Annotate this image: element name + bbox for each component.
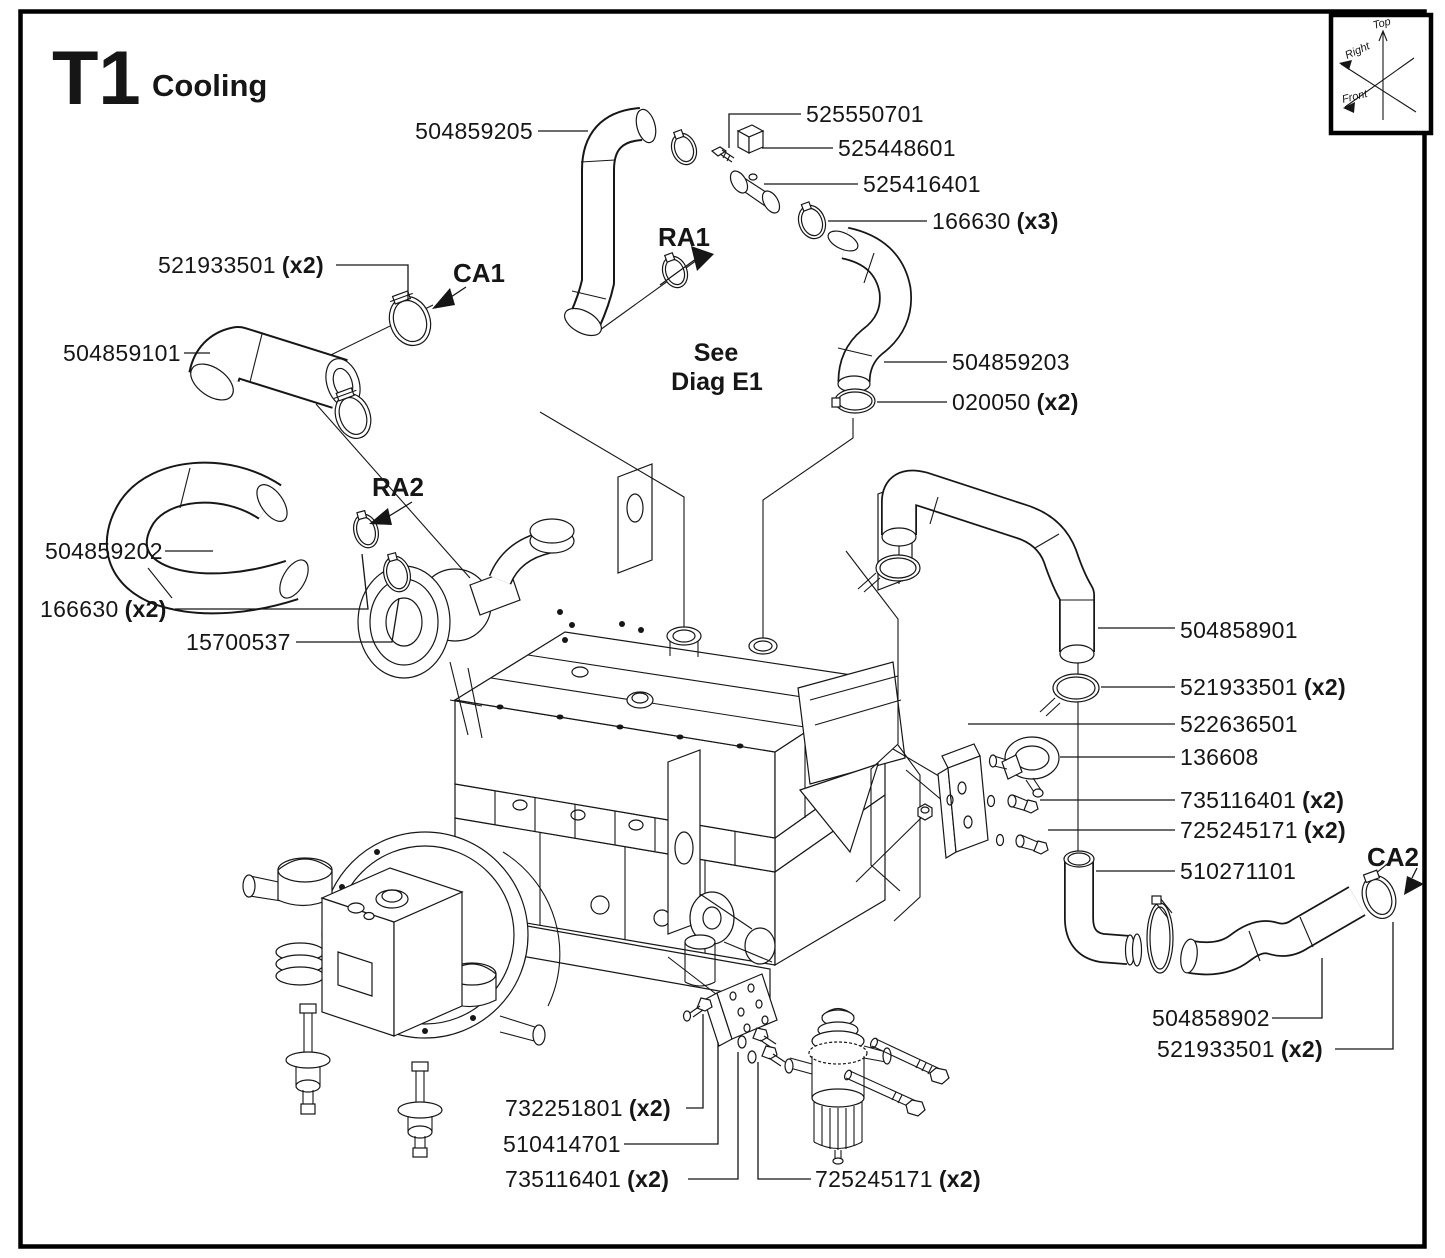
- diagram-title: Cooling: [152, 68, 267, 103]
- part-label-510271101: 510271101: [1180, 858, 1296, 884]
- part-label-15700537: 15700537: [186, 629, 291, 655]
- part-label-521933501-top: 521933501(x2): [158, 252, 324, 278]
- engine-assembly: [242, 463, 913, 1158]
- callout-ra1: RA1: [658, 222, 710, 252]
- part-label-166630-x3: 166630(x3): [932, 208, 1059, 234]
- coolant-port-a: [666, 626, 702, 657]
- tank-box: [320, 867, 464, 1037]
- clamp-15700537: [383, 551, 411, 593]
- callout-ca1: CA1: [453, 258, 505, 288]
- part-label-525416401: 525416401: [863, 171, 981, 197]
- hose-504859205: [564, 107, 657, 337]
- part-label-521933501-bottom: 521933501(x2): [1157, 1036, 1323, 1062]
- part-label-504859205: 504859205: [415, 118, 533, 144]
- callout-ra2: RA2: [372, 472, 424, 502]
- heat-shield-panel: [797, 661, 906, 785]
- part-label-725245171-bottom: 725245171(x2): [815, 1166, 981, 1192]
- part-label-522636501: 522636501: [1180, 711, 1298, 737]
- engine-mount-bolt-2: [397, 1061, 443, 1158]
- clamp-166630-b: [797, 201, 827, 240]
- hose-504859203: [827, 226, 912, 393]
- oil-filter: [684, 934, 716, 987]
- part-label-725245171-right: 725245171(x2): [1180, 817, 1346, 843]
- clamp-521933501-a: [388, 290, 432, 347]
- orientation-cube: Top Right Front: [1328, 12, 1434, 136]
- see-note-line2: Diag E1: [671, 368, 763, 396]
- diagram-code: T1: [52, 36, 141, 121]
- part-label-504858902: 504858902: [1152, 1005, 1270, 1031]
- ca2-arrow-icon: [1404, 876, 1424, 895]
- clamp-166630-c: [353, 509, 379, 549]
- lifting-bracket-rear: [617, 463, 653, 574]
- clamp-521933501-d: [1146, 895, 1174, 974]
- clamp-166630-a: [670, 129, 698, 166]
- see-note-line1: See: [694, 339, 739, 367]
- hose-504858901: [881, 469, 1095, 664]
- mounting-plate-510414701: [703, 973, 778, 1047]
- leader-lines: [165, 113, 1394, 1180]
- clamp-521933501-c: [1039, 673, 1100, 717]
- oil-filler-cap: [626, 691, 654, 709]
- engine-mount-bolt-1: [285, 1003, 331, 1115]
- clamp-ra1: [661, 252, 689, 289]
- part-label-020050: 020050(x2): [952, 389, 1079, 415]
- fitting-525448601: [736, 124, 765, 155]
- part-label-521933501-right: 521933501(x2): [1180, 674, 1346, 700]
- top-axis-arrow-icon: [1378, 29, 1388, 42]
- axis-label-top: Top: [1372, 16, 1392, 32]
- clamp-136608: [988, 736, 1060, 798]
- part-label-136608: 136608: [1180, 744, 1259, 770]
- fitting-525550701: [710, 146, 735, 163]
- clamp-020050-b: [857, 554, 921, 593]
- part-label-735116401-bottom: 735116401(x2): [505, 1166, 669, 1192]
- fitting-525416401: [729, 170, 781, 214]
- long-bolts-725245171: [843, 1037, 950, 1117]
- part-label-504859202: 504859202: [45, 538, 163, 564]
- clamp-ca2: [1361, 862, 1397, 919]
- part-label-510414701: 510414701: [503, 1131, 621, 1157]
- part-label-504858901: 504858901: [1180, 617, 1298, 643]
- bracket-522636501: [937, 743, 989, 860]
- part-label-525448601: 525448601: [838, 135, 956, 161]
- coolant-port-b: [748, 637, 778, 655]
- guard-plate: [798, 763, 879, 854]
- pipe-510271101: [1063, 850, 1143, 967]
- part-label-525550701: 525550701: [806, 101, 924, 127]
- nut-and-bolts-right: [917, 794, 1049, 855]
- filler-cap: [375, 889, 409, 909]
- part-label-732251801: 732251801(x2): [505, 1095, 671, 1121]
- callout-arrows: [369, 246, 1424, 895]
- turbocharger: [357, 518, 575, 739]
- plate-bolts: [682, 997, 786, 1067]
- ca1-arrow-icon: [432, 288, 455, 309]
- page-border: [18, 9, 1427, 1249]
- part-label-504859203: 504859203: [952, 349, 1070, 375]
- part-label-504859101: 504859101: [63, 340, 181, 366]
- part-label-735116401-right: 735116401(x2): [1180, 787, 1344, 813]
- part-labels: 504859205 525550701 525448601 525416401 …: [40, 101, 1346, 1192]
- ra1-arrow-icon: [691, 246, 714, 271]
- damper-cylinder: [277, 857, 333, 907]
- hose-504859202: [105, 461, 309, 615]
- hose-504858902: [1180, 886, 1366, 976]
- hose-clamp-set: [333, 129, 1397, 974]
- fuel-filter-assembly: [784, 1007, 892, 1165]
- right-axis-arrow-icon: [1339, 60, 1352, 70]
- callout-ca2: CA2: [1367, 842, 1419, 872]
- part-label-166630-x2: 166630(x2): [40, 596, 167, 622]
- clamp-521933501-b: [333, 387, 372, 439]
- hose-504859101: [188, 326, 361, 409]
- clamp-020050-a: [831, 388, 876, 414]
- ra2-arrow-icon: [369, 508, 392, 525]
- front-axis-arrow-icon: [1343, 102, 1355, 113]
